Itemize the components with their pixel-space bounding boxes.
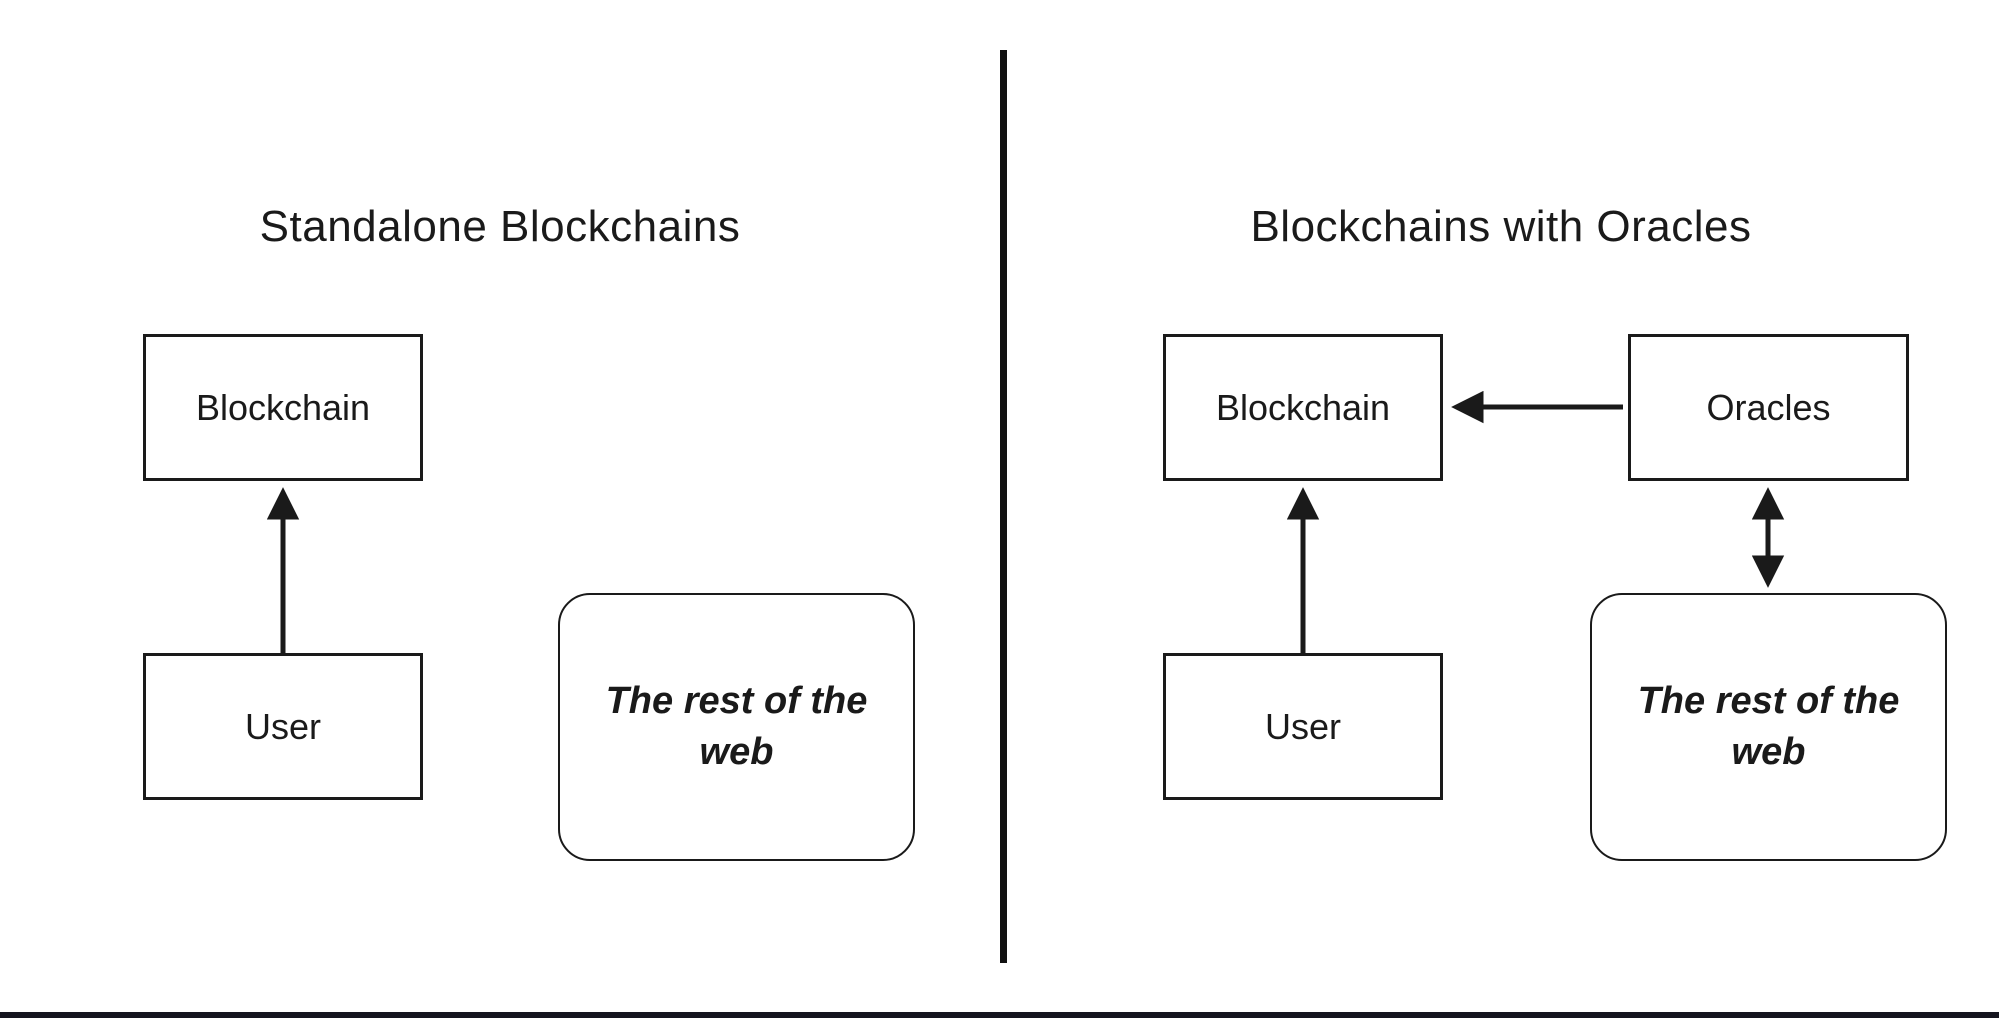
right-user-box: User bbox=[1163, 653, 1443, 800]
left-blockchain-label: Blockchain bbox=[195, 386, 371, 428]
left-rest-of-web-box: The rest of the web bbox=[558, 593, 915, 861]
left-rest-of-web-label: The rest of the web bbox=[605, 679, 868, 773]
right-oracles-box: Oracles bbox=[1628, 334, 1909, 481]
right-panel-title: Blockchains with Oracles bbox=[1250, 202, 1752, 251]
right-rest-of-web-label: The rest of the web bbox=[1637, 679, 1900, 773]
panel-divider bbox=[1000, 50, 1007, 963]
left-panel-title: Standalone Blockchains bbox=[259, 202, 741, 251]
right-rest-of-web-box: The rest of the web bbox=[1590, 593, 1947, 861]
right-oracles-label: Oracles bbox=[1706, 386, 1831, 428]
left-blockchain-box: Blockchain bbox=[143, 334, 423, 481]
right-blockchain-box: Blockchain bbox=[1163, 334, 1443, 481]
bottom-rule bbox=[0, 1012, 1999, 1018]
right-user-label: User bbox=[1264, 705, 1341, 747]
left-user-box: User bbox=[143, 653, 423, 800]
left-user-label: User bbox=[244, 705, 321, 747]
right-blockchain-label: Blockchain bbox=[1215, 386, 1391, 428]
